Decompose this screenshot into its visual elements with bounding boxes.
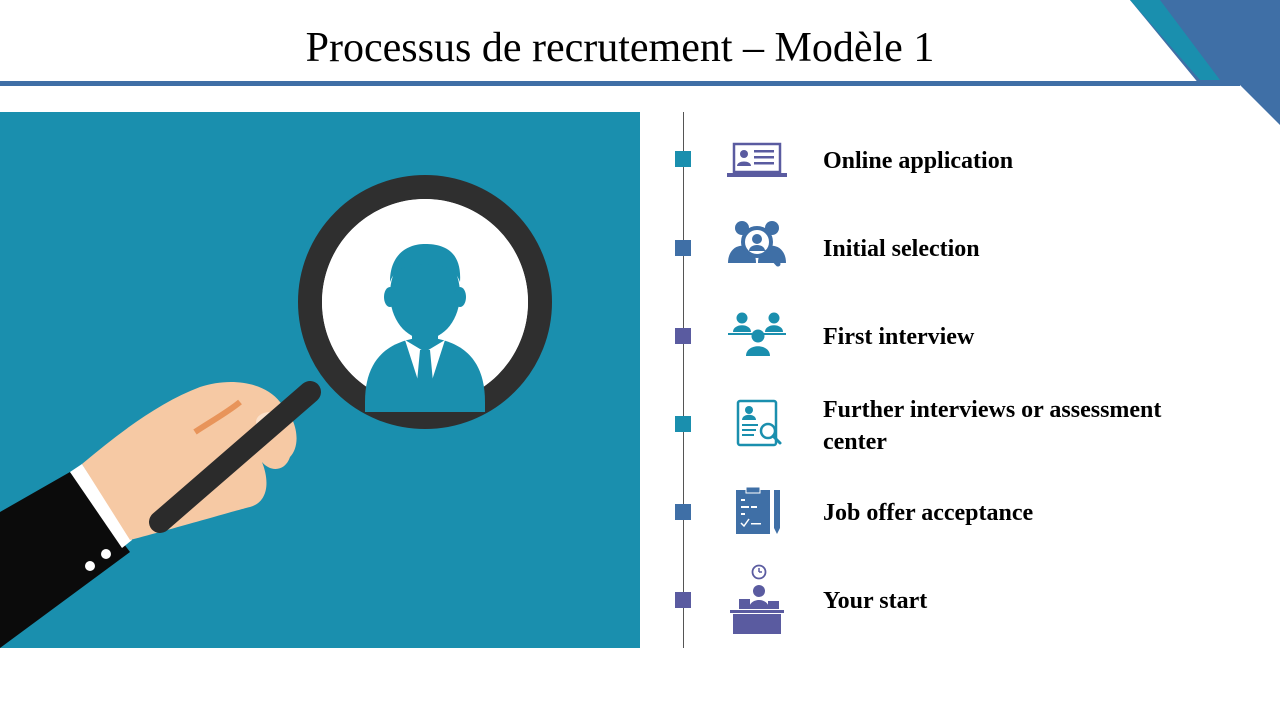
step-label: Further interviews or assessment center: [823, 397, 1162, 455]
clipboard-contract-icon: [736, 486, 780, 534]
slide-title: Processus de recrutement – Modèle 1: [305, 25, 935, 71]
step-marker: [675, 416, 691, 432]
interview-panel-icon: [728, 312, 786, 356]
step-label: Your start: [823, 588, 928, 614]
step-label: First interview: [823, 324, 975, 350]
resume-search-icon: [736, 399, 782, 447]
hero-image: [0, 112, 640, 648]
sleeve: [0, 472, 130, 648]
person-icon: [365, 244, 485, 412]
title-underline: [0, 81, 1240, 86]
hand: [82, 382, 297, 540]
step-label: Initial selection: [823, 236, 980, 262]
step-marker: [675, 151, 691, 167]
laptop-profile-icon: [727, 142, 787, 177]
step-label: Job offer acceptance: [823, 500, 1034, 526]
timeline-line: [683, 112, 684, 648]
magnifier-handle: [149, 381, 321, 533]
step-marker: [675, 504, 691, 520]
desk-worker-icon: [730, 564, 784, 634]
group-search-icon: [728, 221, 786, 267]
step-marker: [675, 240, 691, 256]
shirt-cuff: [70, 464, 132, 548]
corner-decoration: [1130, 0, 1280, 125]
step-label: Online application: [823, 148, 1014, 174]
step-marker: [675, 592, 691, 608]
step-marker: [675, 328, 691, 344]
